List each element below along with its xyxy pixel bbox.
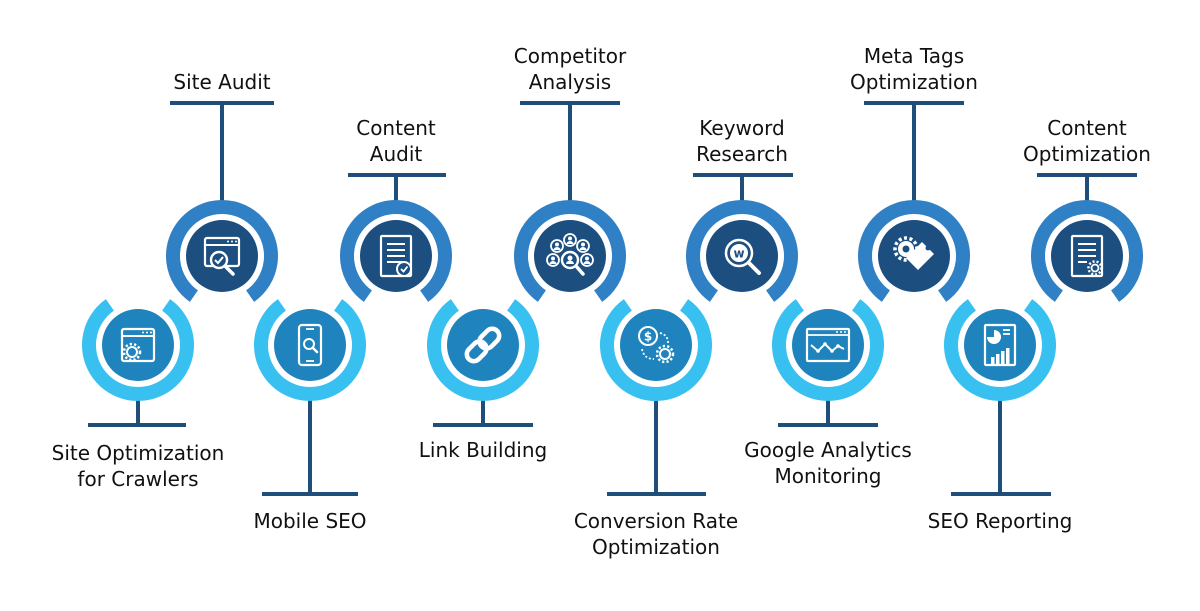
link-building-node: [427, 299, 539, 427]
content-optimization-node: [1031, 173, 1143, 302]
mobile-seo-node: [254, 299, 366, 496]
content-optimization-ring: [1031, 200, 1143, 302]
google-analytics-monitoring-label-line: Google Analytics: [744, 438, 912, 462]
meta-tags-optimization-ring: [858, 200, 970, 302]
meta-tags-optimization-label-line: Meta Tags: [863, 44, 965, 68]
report-chart-icon: [983, 323, 1017, 367]
conversion-rate-optimization-disc: [620, 309, 692, 381]
site-audit-label-line: Site Audit: [173, 70, 271, 94]
site-optimization-for-crawlers-ring: [82, 299, 194, 401]
google-analytics-monitoring-label-line: Monitoring: [774, 464, 882, 488]
keyword-research-node: w: [686, 173, 798, 302]
analytics-chart-icon: [805, 327, 851, 363]
mobile-seo-disc: [274, 309, 346, 381]
seo-reporting-node: [944, 299, 1056, 496]
site-audit-ring: [166, 200, 278, 302]
site-audit-label: Site Audit: [173, 69, 270, 95]
content-optimization-label-line: Optimization: [1023, 142, 1151, 166]
site-optimization-for-crawlers-node: [82, 299, 194, 427]
site-optimization-for-crawlers-label-line: for Crawlers: [77, 467, 199, 491]
document-gear-icon: [1070, 234, 1104, 278]
competitor-analysis-label-line: Analysis: [528, 70, 612, 94]
keyword-magnifier-icon: w: [724, 238, 761, 275]
tag-gear-icon: [893, 236, 934, 270]
document-check-icon: [379, 234, 413, 278]
conversion-rate-optimization-label-line: Conversion Rate: [573, 509, 739, 533]
site-audit-node: [166, 101, 278, 302]
keyword-research-label-line: Research: [696, 142, 788, 166]
keyword-research-ring: [686, 200, 798, 302]
content-audit-label-line: Content: [356, 116, 436, 140]
competitor-analysis-node: [514, 101, 626, 302]
meta-tags-optimization-node: [858, 101, 970, 302]
google-analytics-monitoring-ring: [772, 299, 884, 401]
browser-gear-icon: [120, 327, 156, 363]
dollar-gear-icon: $: [638, 326, 675, 364]
seo-reporting-ring: [944, 299, 1056, 401]
mobile-seo-ring: [254, 299, 366, 401]
mobile-seo-label: Mobile SEO: [253, 508, 366, 534]
content-audit-ring: [340, 200, 452, 302]
link-building-label-line: Link Building: [418, 438, 548, 462]
seo-reporting-label-line: SEO Reporting: [927, 509, 1073, 533]
site-optimization-for-crawlers-label-line: Site Optimization: [51, 441, 225, 465]
link-building-ring: [427, 299, 539, 401]
google-analytics-monitoring-disc: [792, 309, 864, 381]
svg-text:w: w: [733, 247, 744, 261]
conversion-rate-optimization-node: $: [600, 299, 712, 496]
link-building-label: Link Building: [419, 437, 547, 463]
competitor-analysis-label-line: Competitor: [513, 44, 627, 68]
users-magnifier-icon: [546, 233, 594, 276]
mobile-seo-label-line: Mobile SEO: [253, 509, 367, 533]
svg-text:$: $: [644, 330, 652, 344]
meta-tags-optimization-label-line: Optimization: [850, 70, 978, 94]
content-optimization-label-line: Content: [1047, 116, 1127, 140]
seo-reporting-disc: [964, 309, 1036, 381]
site-optimization-for-crawlers-disc: [102, 309, 174, 381]
browser-magnifier-icon: [203, 236, 241, 276]
content-audit-label-line: Audit: [369, 142, 423, 166]
chain-link-icon: [464, 326, 502, 364]
conversion-rate-optimization-ring: [600, 299, 712, 401]
google-analytics-monitoring-node: [772, 299, 884, 427]
competitor-analysis-ring: [514, 200, 626, 302]
keyword-research-label-line: Keyword: [699, 116, 785, 140]
conversion-rate-optimization-label-line: Optimization: [592, 535, 720, 559]
mobile-phone-icon: [297, 323, 323, 367]
content-audit-node: [340, 173, 452, 302]
seo-reporting-label: SEO Reporting: [928, 508, 1073, 534]
